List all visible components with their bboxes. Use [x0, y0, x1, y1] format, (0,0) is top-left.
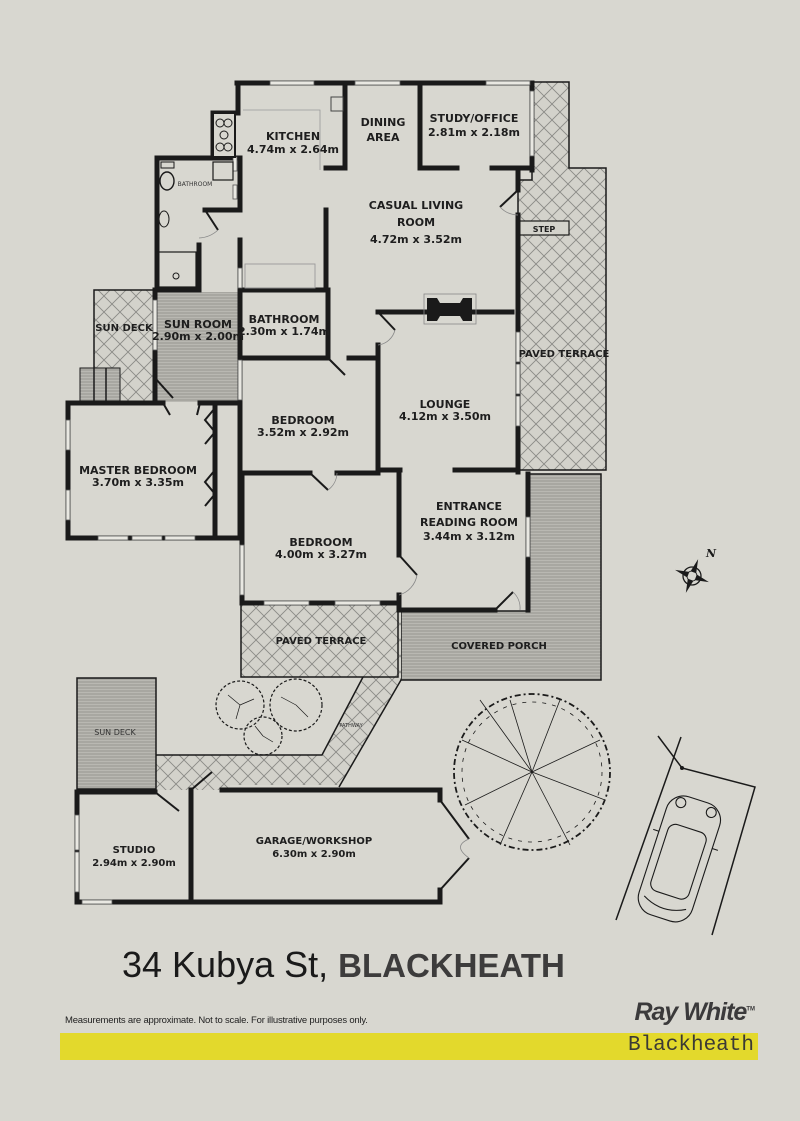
room-entrance-dims: 3.44m x 3.12m	[423, 530, 515, 543]
room-studio-name: STUDIO	[113, 845, 156, 856]
floor-plan: N KITCHEN 4.74m x 2.64m DINING AREA STUD…	[65, 80, 756, 936]
room-paved-terrace-east-name: PAVED TERRACE	[519, 349, 610, 360]
room-sun-room-dims: 2.90m x 2.00m	[152, 330, 244, 343]
brand-office-name: Blackheath	[627, 1034, 754, 1057]
room-casual-living-dims: 4.72m x 3.52m	[370, 233, 462, 246]
room-garage-dims: 6.30m x 2.90m	[272, 849, 356, 860]
room-master-bedroom-dims: 3.70m x 3.35m	[92, 476, 184, 489]
room-entrance-name-2: READING ROOM	[420, 516, 518, 529]
room-sun-room-name: SUN ROOM	[164, 318, 232, 331]
room-studio-dims: 2.94m x 2.90m	[92, 858, 176, 869]
disclaimer-text: Measurements are approximate. Not to sca…	[65, 1015, 368, 1026]
room-study-dims: 2.81m x 2.18m	[428, 126, 520, 139]
room-master-bedroom-name: MASTER BEDROOM	[79, 464, 197, 477]
room-bathroom-name: BATHROOM	[249, 313, 320, 326]
paved-terrace-east	[517, 81, 607, 471]
room-kitchen-name: KITCHEN	[266, 130, 320, 143]
driveway	[615, 735, 756, 936]
room-garage-name: GARAGE/WORKSHOP	[256, 836, 372, 847]
room-labels: KITCHEN 4.74m x 2.64m DINING AREA STUDY/…	[79, 112, 609, 869]
doors	[154, 189, 521, 611]
suburb-name: BLACKHEATH	[338, 947, 565, 984]
room-lounge-name: LOUNGE	[420, 398, 471, 411]
room-study-name: STUDY/OFFICE	[430, 112, 519, 125]
step-label: STEP	[533, 225, 556, 234]
compass-icon: N	[675, 547, 717, 593]
room-sun-deck-studio-name: SUN DECK	[94, 728, 136, 737]
brand-trademark: TM	[746, 1006, 755, 1013]
room-paved-terrace-south-name: PAVED TERRACE	[276, 636, 367, 647]
room-ensuite-name: BATHROOM	[178, 181, 213, 188]
brand-bar	[60, 1033, 758, 1060]
sun-room-floor	[155, 292, 239, 402]
brand-name: Ray White	[634, 998, 747, 1026]
room-bedroom-3-name: BEDROOM	[289, 536, 352, 549]
room-covered-porch-name: COVERED PORCH	[451, 641, 547, 652]
room-entrance-name: ENTRANCE	[436, 500, 502, 513]
fireplace-icon	[423, 293, 477, 325]
paved-terrace-south	[240, 602, 399, 678]
room-casual-living-name-2: ROOM	[397, 216, 435, 229]
sun-deck-studio	[76, 677, 157, 790]
room-bedroom-2-name: BEDROOM	[271, 414, 334, 427]
property-address: 34 Kubya St, BLACKHEATH	[122, 944, 565, 986]
room-sun-deck-name: SUN DECK	[95, 323, 154, 334]
room-casual-living-name: CASUAL LIVING	[369, 199, 463, 212]
tree-icon	[453, 693, 611, 851]
room-bedroom-3-dims: 4.00m x 3.27m	[275, 548, 367, 561]
deck-steps	[79, 367, 121, 403]
windows	[65, 80, 535, 606]
room-bedroom-2-dims: 3.52m x 2.92m	[257, 426, 349, 439]
brand-logo: Ray WhiteTM	[634, 998, 755, 1027]
sink-icon	[330, 96, 344, 112]
room-dining-name: DINING	[361, 116, 406, 129]
room-bathroom-dims: 2.30m x 1.74m	[238, 325, 330, 338]
room-lounge-dims: 4.12m x 3.50m	[399, 410, 491, 423]
car-icon	[637, 795, 722, 923]
stove-icon	[212, 112, 236, 158]
room-kitchen-dims: 4.74m x 2.64m	[247, 143, 339, 156]
bathtub-icon	[244, 263, 316, 289]
room-dining-name-2: AREA	[366, 131, 399, 144]
basin-icon	[212, 161, 234, 181]
shower-icon	[157, 251, 197, 288]
street-address: 34 Kubya St,	[122, 944, 329, 985]
pathway-label: PATHWAY	[339, 723, 363, 729]
fixtures	[157, 96, 477, 325]
toilet-icon	[159, 171, 175, 191]
shrub-icons	[215, 678, 323, 756]
compass-north-label: N	[705, 547, 717, 560]
outbuilding-walls	[74, 771, 470, 905]
